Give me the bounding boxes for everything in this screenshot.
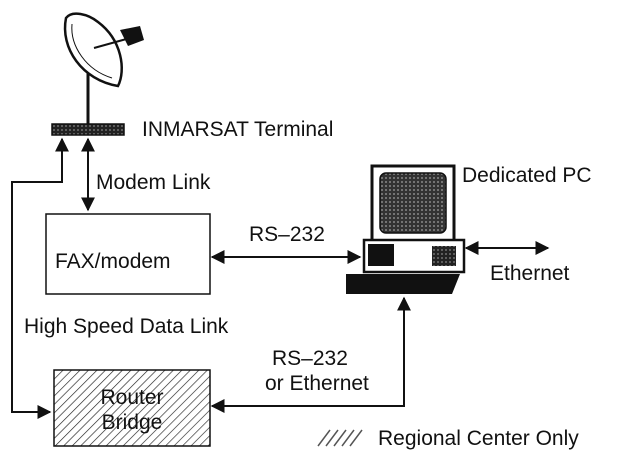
- high-speed-connector-outer: [11, 137, 69, 419]
- rs232-bottom-label: RS–232: [272, 347, 348, 370]
- fax-modem-box: [45, 213, 211, 295]
- rs232-or-ethernet-connector: [210, 296, 411, 413]
- high-speed-data-link-label: High Speed Data Link: [24, 315, 229, 338]
- rs232-top-label: RS–232: [249, 223, 325, 246]
- inmarsat-terminal: [51, 123, 125, 136]
- or-ethernet-label: or Ethernet: [265, 372, 369, 395]
- router-bridge-box: [53, 369, 211, 447]
- router-label: Router: [100, 386, 164, 409]
- legend-label: Regional Center Only: [378, 427, 579, 450]
- legend-hatch-swatch: [317, 429, 363, 447]
- inmarsat-terminal-label: INMARSAT Terminal: [142, 118, 334, 141]
- modem-link-label: Modem Link: [96, 171, 211, 194]
- computer-icon: [346, 164, 466, 294]
- fax-modem-label: FAX/modem: [55, 250, 171, 273]
- dedicated-pc-label: Dedicated PC: [462, 164, 592, 187]
- ethernet-label: Ethernet: [490, 262, 570, 285]
- bridge-label: Bridge: [101, 411, 163, 434]
- satellite-dish-icon: [63, 12, 144, 124]
